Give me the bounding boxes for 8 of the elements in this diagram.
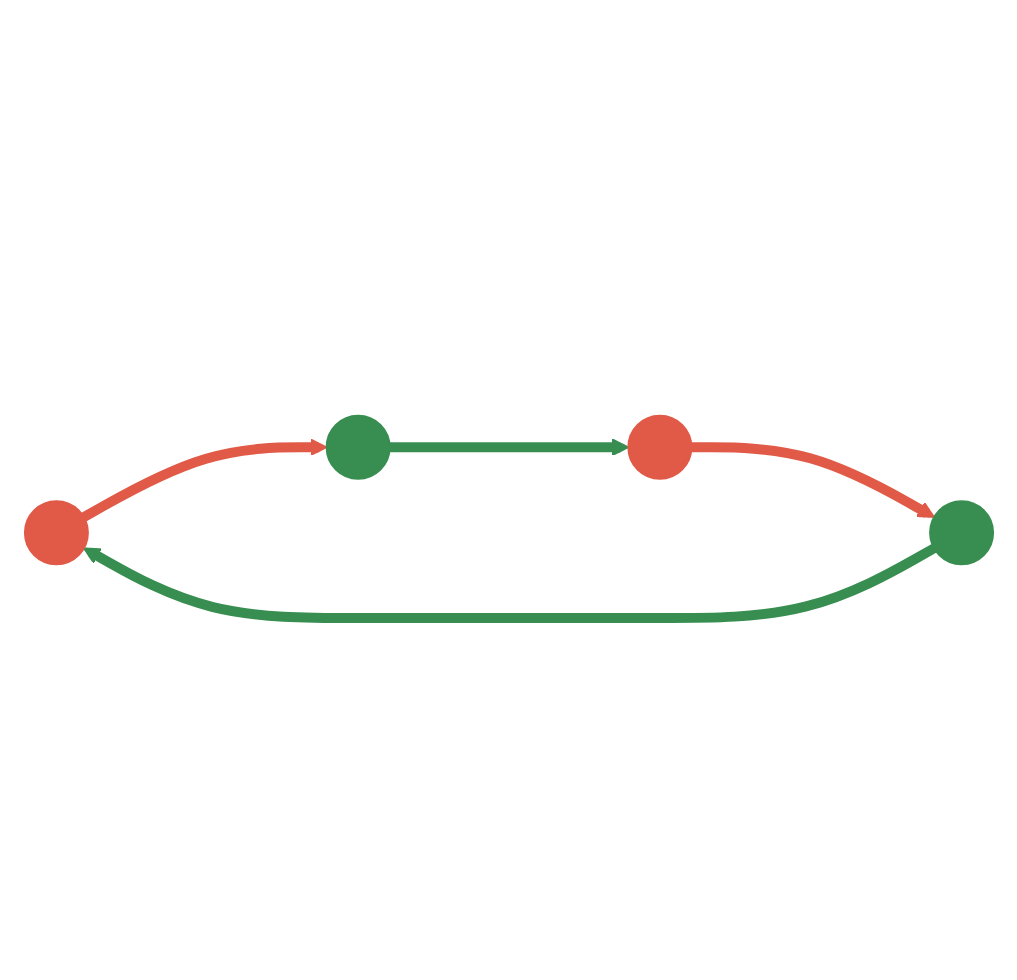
node-circle: [23, 500, 89, 566]
node-circle: [928, 500, 994, 566]
arrow: [80, 438, 327, 522]
arrow: [690, 442, 935, 518]
node-circle: [626, 414, 692, 480]
node-circle: [325, 414, 391, 480]
arrow: [82, 543, 937, 624]
arrow: [389, 438, 629, 457]
